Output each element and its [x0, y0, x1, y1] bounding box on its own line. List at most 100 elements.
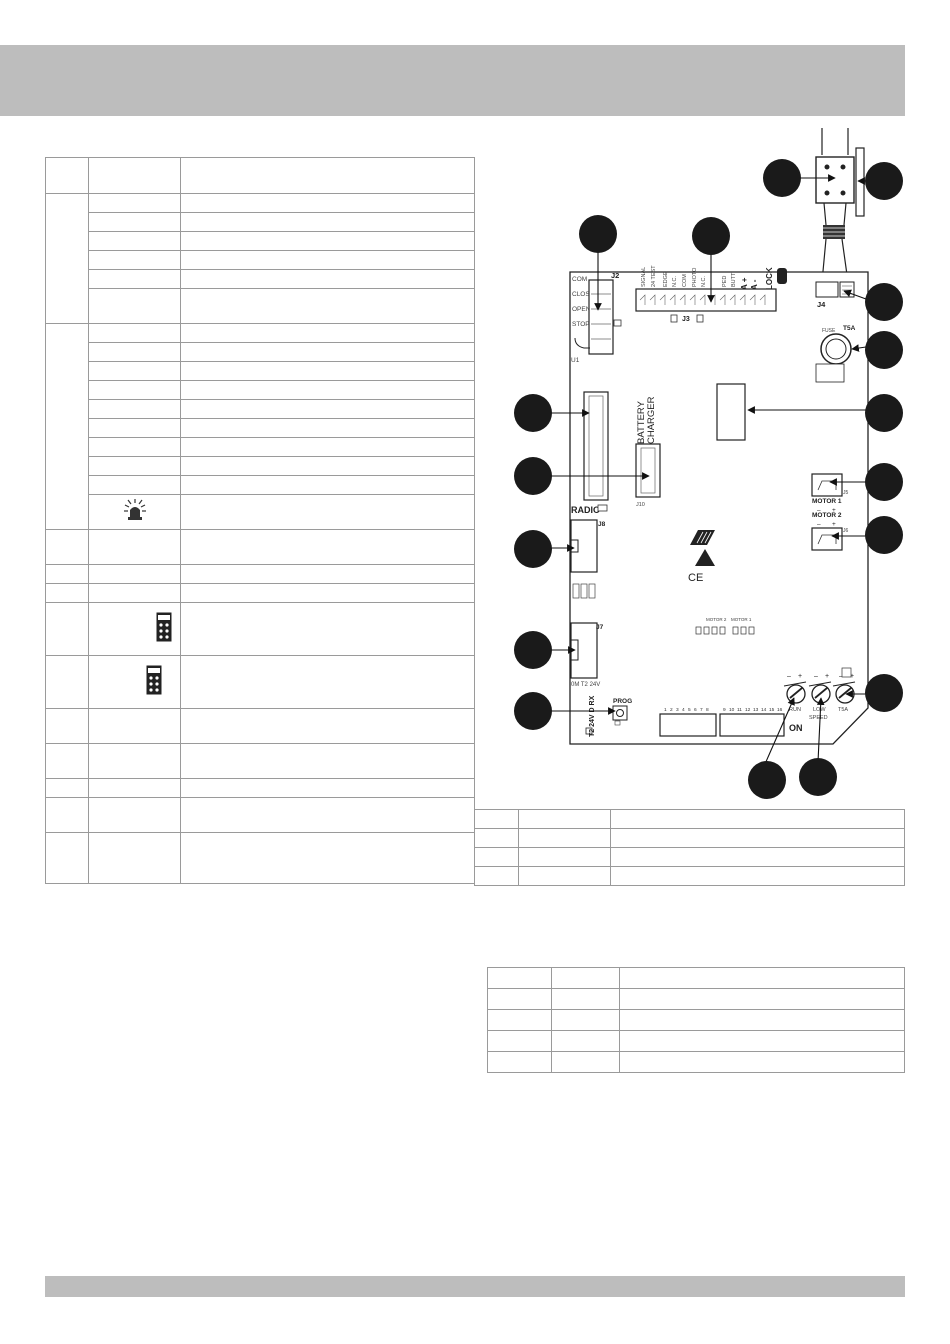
terminal-label: CLOSE: [572, 291, 595, 298]
terminal-label: BUTT: [731, 272, 737, 287]
dip-number: 1: [664, 707, 667, 713]
terminal-label: 24 TEST: [651, 265, 657, 287]
dip-number: 7: [700, 707, 703, 713]
dip-number: 10: [729, 707, 735, 713]
table-row: [474, 809, 905, 829]
trimmer-label: T5A: [838, 707, 848, 713]
callout-marker: [514, 394, 552, 432]
motor-label: MOTOR 2: [812, 512, 842, 519]
dip-switches: 1 2 3 4 5 6 7 8 9 10 11 12 13 14 15 16 O…: [659, 707, 803, 737]
connector-label: J4: [817, 300, 826, 309]
polarity-label: +: [825, 673, 829, 680]
connector-label: J5: [843, 490, 849, 496]
radio-connector: RADIO J8: [570, 504, 608, 599]
terminal-label: OPEN: [572, 306, 591, 313]
fuse-holder: FUSE T5A: [815, 325, 856, 383]
lock-label: LOCK: [765, 267, 774, 290]
dip-number: 15: [769, 707, 775, 713]
power-label: A -: [750, 279, 759, 290]
table-row: [46, 437, 475, 457]
transformer: [815, 128, 865, 283]
table-row: [45, 323, 475, 530]
polarity-label: +: [798, 673, 802, 680]
dip-number: 5: [688, 707, 691, 713]
callout-marker: [692, 217, 730, 255]
table-row: [45, 583, 475, 603]
j7-terminal-labels: 0M T2 24V: [571, 682, 600, 688]
callout-marker: [865, 162, 903, 200]
battery-charger-label: BATTERY: [636, 400, 647, 444]
table-row: [46, 380, 475, 400]
board-outline: [569, 271, 869, 745]
u1-label: U1: [571, 357, 580, 364]
motor-jumpers: MOTOR 2 MOTOR 1: [695, 617, 755, 635]
table-row: [45, 743, 475, 779]
terminal-label: PED: [722, 276, 728, 287]
table-row: [487, 1009, 905, 1031]
terminal-table: [45, 157, 475, 884]
callout-markers: [514, 159, 903, 799]
table-row: [45, 708, 475, 744]
battery-charger-label: CHARGER: [646, 396, 657, 444]
compliance-marks: CE: [688, 530, 715, 584]
polarity-label: –: [839, 673, 843, 680]
table-row: [46, 399, 475, 419]
trimmer-label: LOW: [813, 707, 826, 713]
table-row: [487, 1030, 905, 1052]
motor-small-label: MOTOR 1: [731, 617, 752, 622]
dip-number: 13: [753, 707, 759, 713]
callout-marker: [514, 692, 552, 730]
table-row: [45, 797, 475, 833]
callout-marker: [865, 394, 903, 432]
callout-arrows: [551, 174, 867, 765]
header-bar: [0, 45, 905, 116]
polarity-label: –: [817, 507, 821, 514]
motor-small-label: MOTOR 2: [706, 617, 727, 622]
prog-label: PROG: [613, 698, 632, 705]
callout-marker: [579, 215, 617, 253]
on-label: ON: [789, 723, 803, 733]
speed-label: SPEED: [809, 715, 828, 721]
callout-marker: [514, 631, 552, 669]
terminal-label: SIGNAL: [641, 267, 647, 287]
callout-marker: [865, 283, 903, 321]
esd-warning-icon: [695, 549, 715, 566]
callout-marker: [748, 761, 786, 799]
battery-charger: BATTERY CHARGER J10: [635, 396, 661, 508]
connector-label: J2: [611, 271, 619, 280]
dip-number: 11: [737, 707, 742, 713]
table-row: [46, 361, 475, 381]
callout-marker: [799, 758, 837, 796]
table-row: [45, 193, 475, 324]
dip-number: 8: [706, 707, 709, 713]
table-row: [46, 475, 475, 495]
table-row: [474, 866, 905, 886]
table-row: [46, 342, 475, 362]
table-row: [46, 288, 475, 324]
table-row: [46, 250, 475, 270]
trimmers: – + – + – + RUN LOW T5A SPEED: [783, 667, 856, 721]
polarity-label: +: [832, 507, 836, 514]
table-row: [45, 832, 475, 884]
table-row: [45, 778, 475, 798]
callout-marker: [865, 331, 903, 369]
dip-number: 16: [777, 707, 783, 713]
callout-marker: [865, 516, 903, 554]
callout-marker: [865, 463, 903, 501]
table-row: [46, 269, 475, 289]
connector-label: J7: [596, 624, 604, 631]
callout-marker: [763, 159, 801, 197]
dip-number: 4: [682, 707, 685, 713]
flashing-lamp-icon: [123, 498, 146, 520]
dip-number: 9: [723, 707, 726, 713]
terminal-label: COM: [572, 276, 587, 283]
connector-label: J3: [682, 316, 690, 323]
ce-mark-icon: CE: [688, 572, 703, 584]
fuse-rating-label: T5A: [843, 325, 856, 332]
table-row: [45, 602, 475, 656]
polarity-label: –: [814, 673, 818, 680]
terminal-label: PHOTO: [692, 267, 698, 287]
polarity-label: –: [817, 521, 821, 528]
terminal-label: N.C.: [672, 276, 678, 287]
power-label: A +: [740, 277, 749, 290]
